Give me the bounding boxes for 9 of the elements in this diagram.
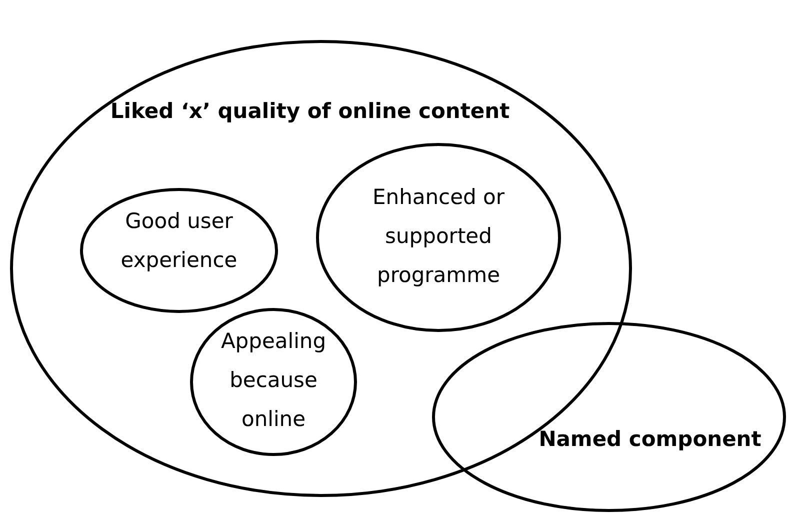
region-label: Appealing because online (220, 328, 328, 433)
oval-region (190, 308, 357, 456)
oval-region (80, 188, 278, 313)
region-label: Enhanced or supported programme (371, 184, 506, 289)
oval-region (432, 322, 786, 512)
region-heading: Named component (538, 426, 762, 453)
region-heading: Liked ‘x’ quality of online content (109, 98, 511, 125)
region-label: Good user experience (120, 208, 238, 274)
oval-region (316, 143, 561, 332)
